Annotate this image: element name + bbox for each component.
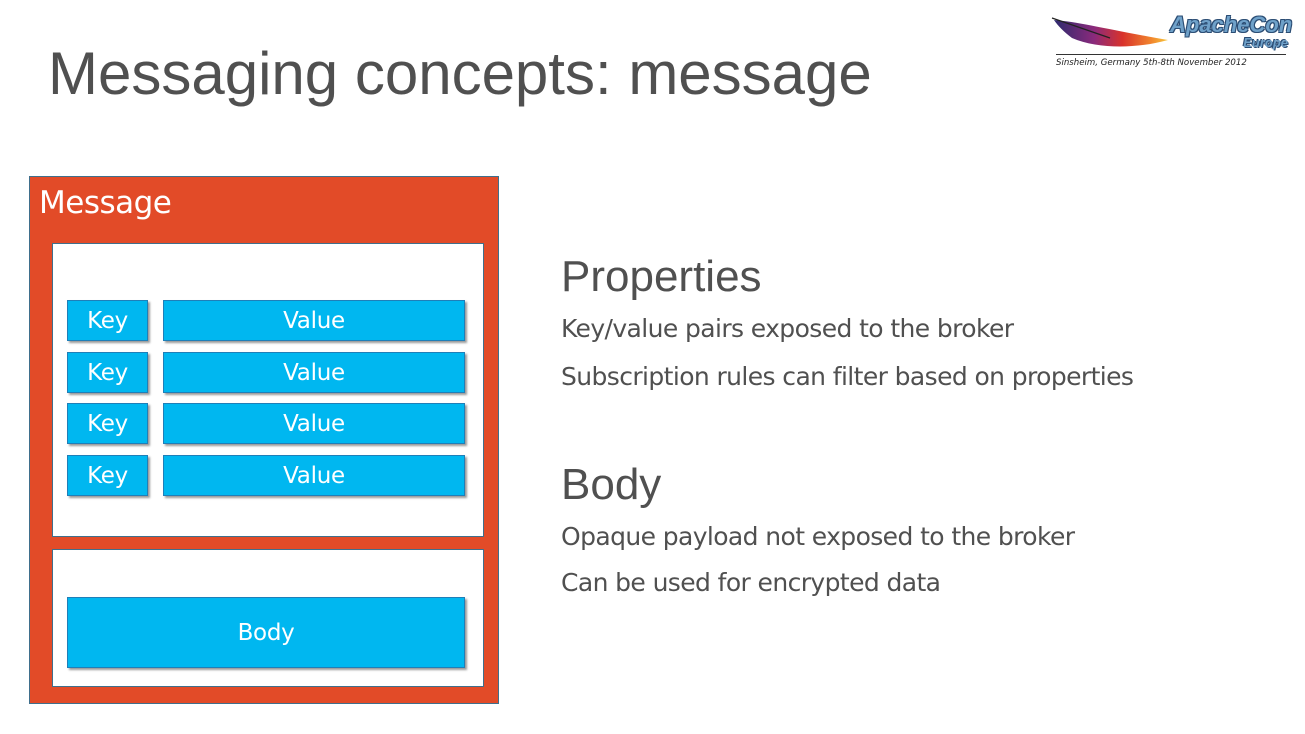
- logo-heading: ApacheCon: [1170, 12, 1293, 37]
- property-value: Value: [163, 403, 465, 444]
- body-line: Opaque payload not exposed to the broker: [561, 522, 1075, 551]
- body-block: Body: [67, 597, 465, 668]
- property-value: Value: [163, 455, 465, 496]
- logo-subheading: Europe: [1243, 35, 1288, 50]
- apache-feather-icon: [1051, 17, 1168, 47]
- property-key: Key: [67, 352, 148, 393]
- body-line: Can be used for encrypted data: [561, 568, 941, 597]
- message-label: Message: [39, 185, 172, 221]
- slide-title: Messaging concepts: message: [48, 40, 872, 107]
- properties-line: Subscription rules can filter based on p…: [561, 362, 1134, 391]
- property-key: Key: [67, 300, 148, 341]
- body-heading: Body: [561, 460, 662, 509]
- logo-tagline: Sinsheim, Germany 5th-8th November 2012: [1056, 58, 1247, 68]
- properties-line: Key/value pairs exposed to the broker: [561, 314, 1014, 343]
- property-value: Value: [163, 300, 465, 341]
- property-key: Key: [67, 455, 148, 496]
- logo-divider: [1056, 54, 1286, 55]
- apachecon-logo: ApacheCon Europe Sinsheim, Germany 5th-8…: [1050, 10, 1293, 74]
- property-key: Key: [67, 403, 148, 444]
- property-value: Value: [163, 352, 465, 393]
- properties-heading: Properties: [561, 252, 762, 301]
- chip-layer: Key Value Key Value Key Value Key Value …: [29, 176, 499, 704]
